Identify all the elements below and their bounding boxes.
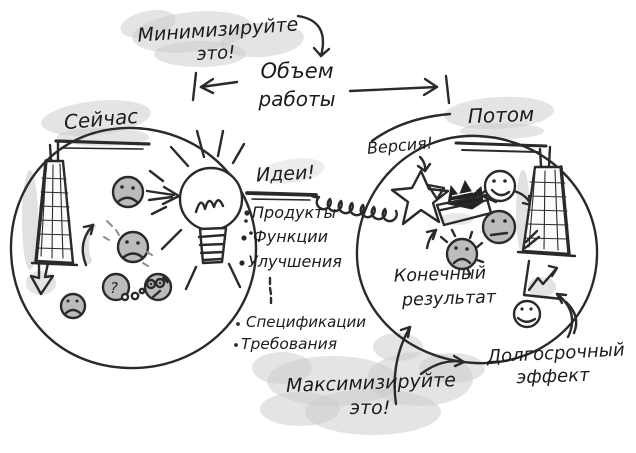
result-arrow [425,228,438,250]
now-underline [54,139,151,150]
label-ideas-title: Идеи! [255,161,316,187]
recovery-arrow [81,223,95,267]
label-spec-item: Требования [241,335,338,353]
coil-line [308,193,398,223]
list-ellipsis [268,276,273,305]
minimize-arrow [296,14,331,58]
highlight-minimize [120,10,304,67]
down-arrow-icon [29,260,55,296]
sad-face-icon [59,292,87,320]
highlight-ideas [259,158,325,184]
svg-text:?: ? [110,279,118,297]
label-ideas-item: Функции [253,227,329,246]
label-work-scope-line1: Объем [260,59,334,83]
label-end-result-line2: результат [401,287,497,311]
maximize-right-arrow [419,354,466,376]
version-arrow [416,155,432,173]
maximize-up-arrow [393,325,412,406]
lightbulb-icon [160,129,253,291]
right-building-icon [516,145,577,258]
later-circle [355,134,599,365]
later-circle-tail [370,112,452,143]
left-building-icon [30,140,79,267]
question-face-icon: ? [101,272,131,302]
glasses-face-icon [143,272,173,302]
label-ideas-item: Улучшения [248,252,342,271]
happy-face-icon [483,169,517,203]
shadow-down-arrow [26,271,56,295]
label-maximize-line2: это! [349,397,391,419]
label-work-scope-line2: работы [258,87,336,111]
later-underline [454,141,548,153]
growth-chart-icon [522,259,564,301]
worry-dashes [103,220,153,267]
ideas-list-bullets [234,210,250,347]
label-end-result-line1: Конечный [393,263,487,287]
ideas-underline [245,191,318,201]
shadow-left-building [22,170,38,270]
sad-face-icon [116,230,150,264]
label-long-term-line2: эффект [516,364,590,389]
idea-rays [160,129,246,291]
sad-face-icon [111,175,145,209]
distressed-face-icon [439,228,485,276]
label-minimize-line2: это! [196,42,236,65]
neutral-face-icon [481,209,517,245]
label-later: Потом [467,101,535,129]
label-spec-item: Спецификации [246,313,366,331]
shadow-box [440,213,474,225]
label-ideas-item: Продукты [252,203,337,222]
long-term-arrow [555,292,578,339]
scope-dimension-right-arrow [348,74,451,105]
happy-face-icon [512,299,542,329]
thought-bubbles [130,287,146,301]
scope-dimension-left-arrow [191,71,239,102]
arrow-to-bulb [145,169,181,216]
highlight-maximize [252,333,485,435]
